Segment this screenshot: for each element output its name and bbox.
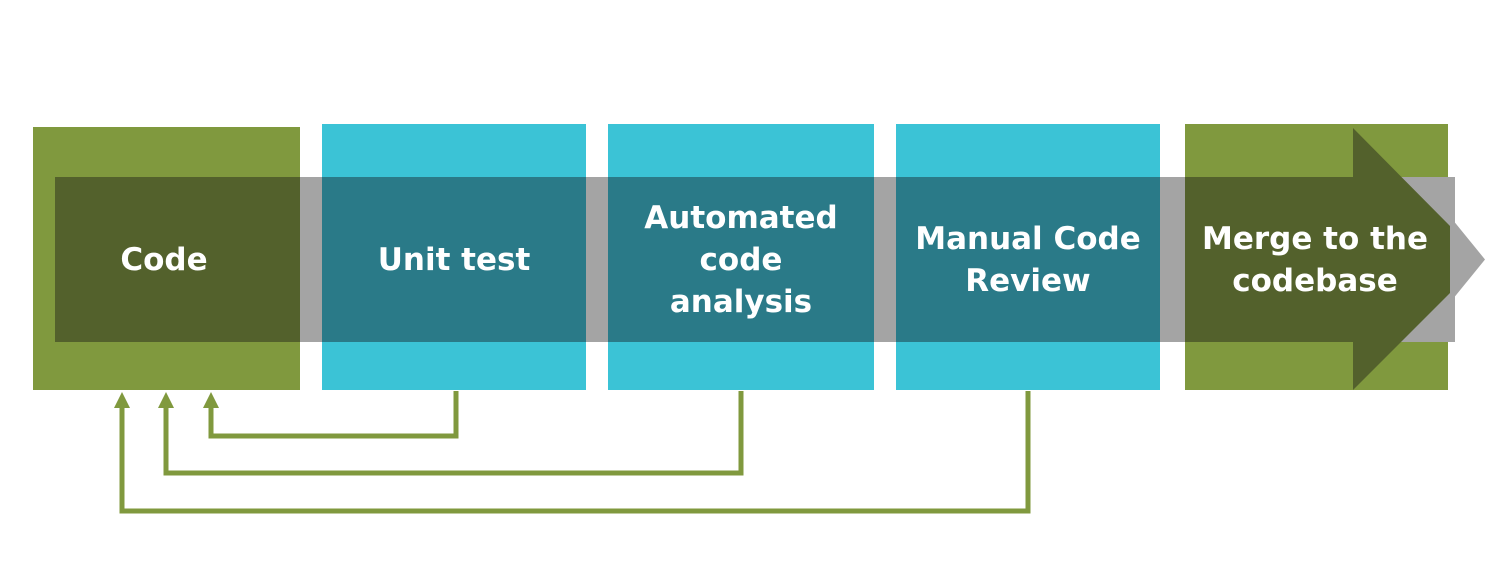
feedback-arrowhead-icon [158, 392, 174, 408]
stage-label-manual-code-review: Manual Code Review [915, 220, 1141, 299]
stage-label-code: Code [120, 241, 208, 278]
feedback-loop-manual-code-review-to-code [119, 391, 1031, 514]
feedback-arrowhead-icon [114, 392, 130, 408]
feedback-loop-automated-code-analysis-to-code [163, 391, 744, 476]
feedback-arrowhead-icon [203, 392, 219, 408]
stage-label-merge-to-codebase: Merge to the codebase [1202, 220, 1428, 299]
stage-merge-to-codebase-arrow [1185, 128, 1450, 390]
stage-code-band-overlay [55, 177, 300, 342]
stage-manual-code-review-band-overlay [896, 177, 1160, 342]
feedback-loop-unit-test-to-code [208, 391, 459, 439]
stage-label-automated-code-analysis: Automated code analysis [644, 199, 838, 320]
stage-unit-test-band-overlay [322, 177, 586, 342]
flow-arrow-tip [1448, 214, 1485, 305]
stage-automated-code-analysis-band-overlay [608, 177, 874, 342]
stage-label-unit-test: Unit test [377, 241, 531, 278]
